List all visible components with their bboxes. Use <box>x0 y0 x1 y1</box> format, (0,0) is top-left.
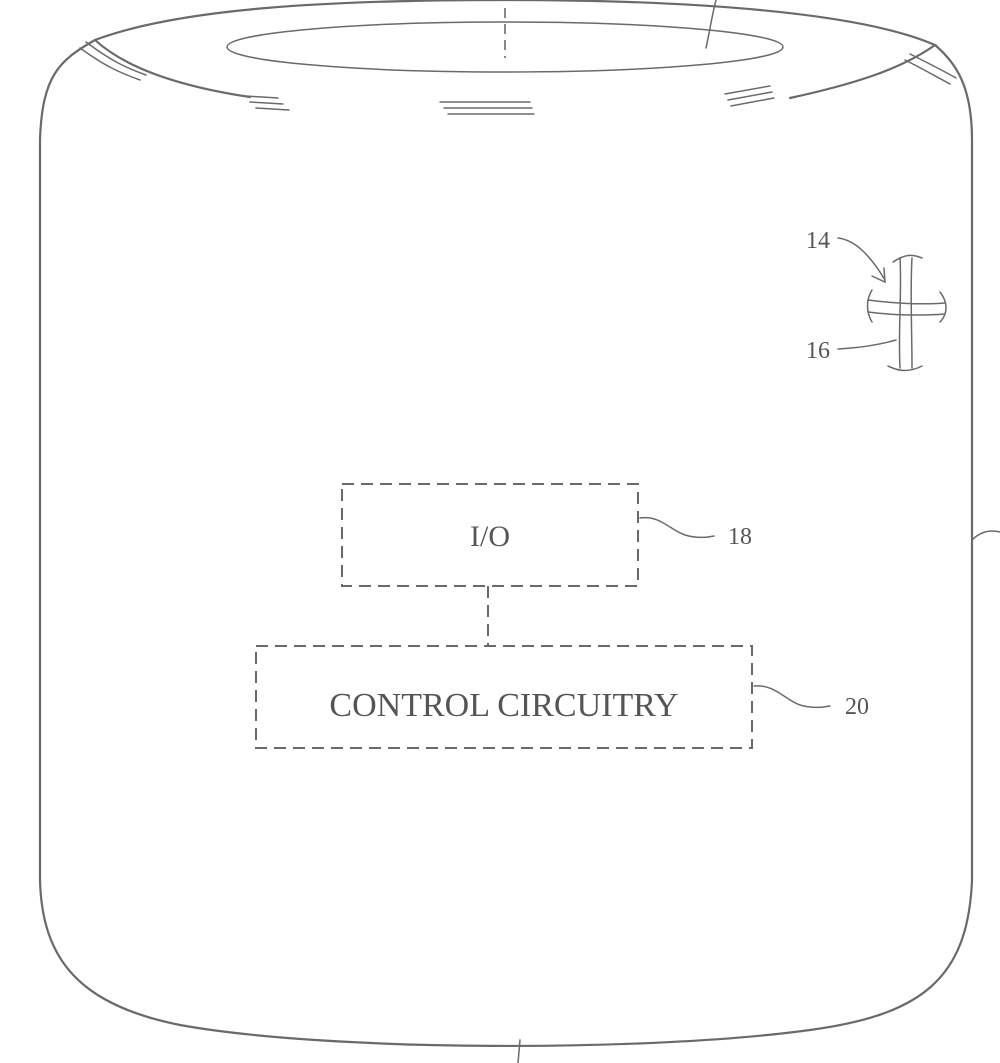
top-rim-outer <box>93 0 938 100</box>
leader-line-16 <box>837 339 897 350</box>
leader-line-bottom <box>517 1039 521 1063</box>
leader-line-18 <box>639 516 715 539</box>
io-block: I/O 18 <box>341 483 752 587</box>
rim-edge-right-2 <box>909 53 957 79</box>
arrow-head-14 <box>871 267 886 284</box>
cross-cap-left <box>866 289 873 323</box>
cross-cap-right <box>939 291 947 323</box>
device-housing <box>38 0 1000 1063</box>
cross-horizontal <box>867 299 946 316</box>
cross-vertical <box>898 257 913 369</box>
leader-line-top <box>705 0 717 49</box>
cross-cap-top <box>892 254 923 263</box>
rim-edge-left-1 <box>79 47 141 81</box>
ref-label-20: 20 <box>845 694 869 720</box>
leader-line-20 <box>753 685 831 709</box>
leader-line-right <box>971 530 1000 541</box>
control-circuitry-block: CONTROL CIRCUITRY 20 <box>255 645 869 749</box>
io-label: I/O <box>470 520 510 553</box>
top-rim-front-left <box>93 38 252 99</box>
ref-label-16: 16 <box>806 338 830 364</box>
rim-edge-left-2 <box>85 41 147 76</box>
rim-hatches <box>244 85 775 115</box>
io-box <box>341 483 639 587</box>
leader-arrow-14 <box>837 237 886 281</box>
control-label: CONTROL CIRCUITRY <box>329 687 678 724</box>
control-box <box>255 645 753 749</box>
cross-cap-bottom <box>887 365 923 372</box>
rim-edge-right-1 <box>904 59 951 85</box>
top-opening <box>226 21 784 73</box>
ref-label-14: 14 <box>806 228 830 254</box>
sensor-cross: 14 16 <box>806 228 947 372</box>
housing-outline <box>38 38 974 1048</box>
ref-label-18: 18 <box>728 524 752 550</box>
